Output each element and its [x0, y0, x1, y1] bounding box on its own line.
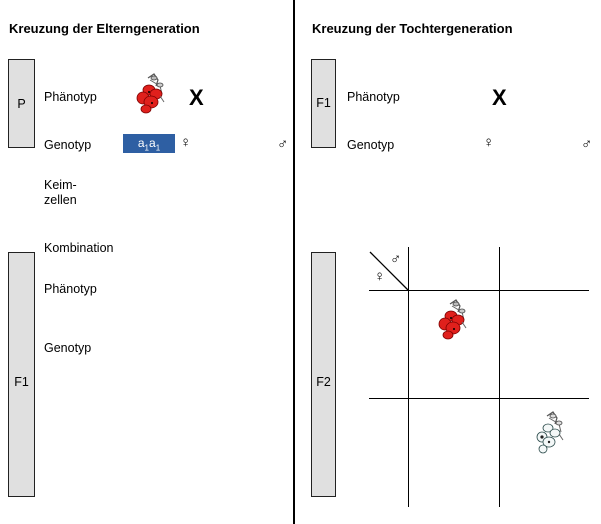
allele-2-sub: 1	[155, 143, 161, 153]
bar-f1-right: F1	[311, 59, 336, 148]
right-genotyp-label: Genotyp	[347, 138, 395, 152]
grid-female-symbol: ♀	[374, 268, 386, 285]
left-phaenotyp-label: Phänotyp	[44, 90, 97, 104]
allele-1: a	[137, 136, 145, 150]
grid-white-flower-image	[536, 411, 564, 454]
bar-p-label: P	[17, 97, 26, 111]
bar-f1-right-label: F1	[316, 96, 331, 110]
grid-line-v2	[499, 247, 500, 507]
right-male-symbol: ♂	[581, 136, 593, 153]
bar-f1-left: F1	[8, 252, 35, 497]
keimzellen-line2: zellen	[44, 193, 77, 207]
left-genotyp2-label: Genotyp	[44, 341, 92, 355]
allele-2: a	[149, 136, 156, 150]
genotype-box: a1a1	[123, 134, 175, 153]
grid-line-v1	[408, 247, 409, 507]
bar-f2-label: F2	[316, 375, 331, 389]
right-cross-x: X	[492, 85, 507, 110]
allele-1-sub: 1	[144, 143, 149, 153]
left-male-symbol: ♂	[277, 136, 289, 153]
bar-f2: F2	[311, 252, 336, 497]
left-female-symbol: ♀	[180, 134, 192, 151]
grid-line-h1	[369, 290, 589, 291]
keimzellen-line1: Keim-	[44, 178, 77, 192]
left-title: Kreuzung der Elterngeneration	[9, 21, 200, 36]
right-female-symbol: ♀	[483, 134, 495, 151]
grid-male-symbol: ♂	[390, 251, 402, 268]
right-title: Kreuzung der Tochtergeneration	[312, 21, 513, 36]
bar-f1-left-label: F1	[14, 375, 29, 389]
center-divider	[293, 0, 295, 524]
left-phaenotyp2-label: Phänotyp	[44, 282, 97, 296]
left-cross-x: X	[189, 85, 204, 110]
grid-red-flower-image	[438, 299, 467, 340]
bar-p: P	[8, 59, 35, 148]
grid-diagonal	[369, 251, 409, 291]
left-genotyp-label: Genotyp	[44, 138, 92, 152]
red-flower-image	[136, 73, 165, 114]
kombination-label: Kombination	[44, 241, 114, 255]
right-phaenotyp-label: Phänotyp	[347, 90, 400, 104]
grid-line-h2	[369, 398, 589, 399]
